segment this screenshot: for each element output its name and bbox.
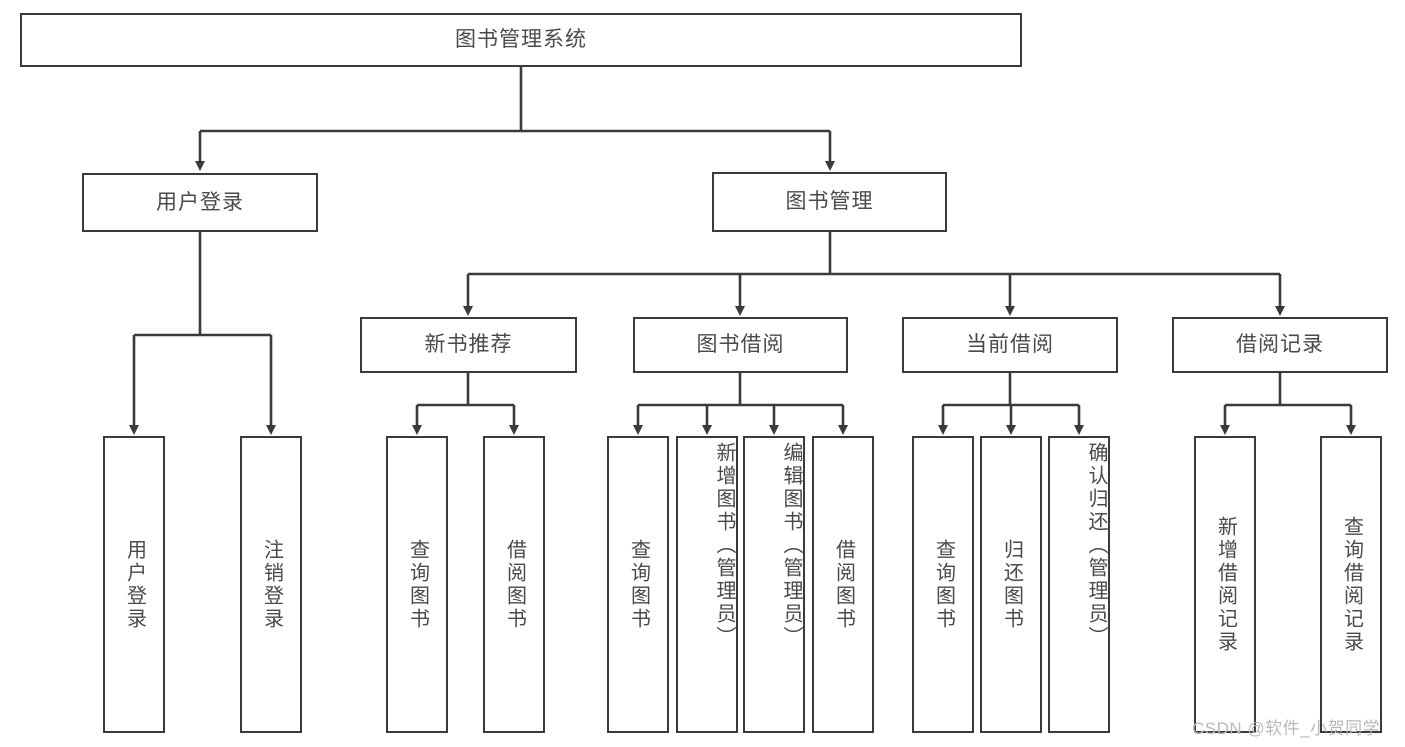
node-current-borrow[interactable]: 当前借阅 [902, 317, 1118, 373]
node-current-borrow-label: 当前借阅 [966, 333, 1054, 357]
node-leaf-user-login-label: 用户登录 [123, 538, 146, 631]
node-leaf-query-book-current[interactable]: 查询图书 [912, 436, 974, 733]
node-leaf-logout[interactable]: 注销登录 [240, 436, 302, 733]
node-leaf-query-book-label: 查询图书 [627, 538, 650, 631]
node-leaf-return-book-label: 归还图书 [1000, 538, 1023, 631]
node-leaf-logout-label: 注销登录 [260, 538, 283, 631]
node-leaf-confirm-return-label: 确认归还（管理员） [1085, 442, 1107, 649]
node-book-borrow[interactable]: 图书借阅 [633, 317, 848, 373]
node-leaf-borrow-book-recommend[interactable]: 借阅图书 [483, 436, 545, 733]
node-leaf-edit-book[interactable]: 编辑图书（管理员） [743, 436, 805, 733]
node-leaf-confirm-return[interactable]: 确认归还（管理员） [1048, 436, 1110, 733]
node-book-management-label: 图书管理 [785, 190, 874, 214]
node-book-borrow-label: 图书借阅 [696, 333, 785, 357]
node-leaf-add-book-label: 新增图书（管理员） [713, 442, 735, 649]
node-new-book-recommend-label: 新书推荐 [424, 333, 513, 357]
node-leaf-query-book[interactable]: 查询图书 [607, 436, 669, 733]
node-borrow-record[interactable]: 借阅记录 [1172, 317, 1388, 373]
node-leaf-query-book-recommend[interactable]: 查询图书 [386, 436, 448, 733]
node-leaf-add-borrow-record[interactable]: 新增借阅记录 [1194, 436, 1256, 733]
node-leaf-query-book-recommend-label: 查询图书 [406, 538, 429, 631]
node-book-management[interactable]: 图书管理 [712, 172, 947, 232]
node-leaf-return-book[interactable]: 归还图书 [980, 436, 1042, 733]
node-leaf-borrow-book-label: 借阅图书 [832, 538, 855, 631]
node-root[interactable]: 图书管理系统 [20, 13, 1022, 67]
node-leaf-query-borrow-record-label: 查询借阅记录 [1340, 515, 1363, 654]
node-leaf-query-book-current-label: 查询图书 [932, 538, 955, 631]
node-leaf-borrow-book-recommend-label: 借阅图书 [503, 538, 526, 631]
node-new-book-recommend[interactable]: 新书推荐 [360, 317, 577, 373]
node-user-login[interactable]: 用户登录 [82, 173, 318, 232]
node-user-login-label: 用户登录 [156, 190, 244, 214]
node-root-label: 图书管理系统 [455, 28, 587, 52]
node-leaf-add-book[interactable]: 新增图书（管理员） [676, 436, 738, 733]
node-leaf-add-borrow-record-label: 新增借阅记录 [1214, 515, 1237, 654]
node-leaf-query-borrow-record[interactable]: 查询借阅记录 [1320, 436, 1382, 733]
node-leaf-user-login[interactable]: 用户登录 [103, 436, 165, 733]
node-leaf-borrow-book[interactable]: 借阅图书 [812, 436, 874, 733]
node-borrow-record-label: 借阅记录 [1236, 333, 1324, 357]
node-leaf-edit-book-label: 编辑图书（管理员） [780, 442, 802, 649]
